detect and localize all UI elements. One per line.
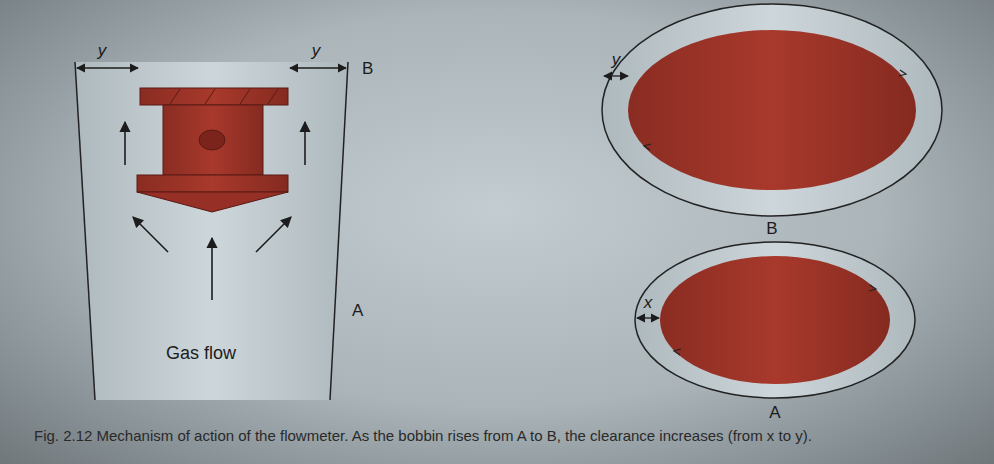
clearance-label: y bbox=[612, 51, 621, 70]
clearance-label: y bbox=[98, 42, 107, 61]
section-label: A bbox=[769, 404, 780, 423]
section-label: B bbox=[766, 220, 777, 239]
clearance-label: y bbox=[312, 42, 321, 61]
flow-label: Gas flow bbox=[166, 344, 236, 364]
cross-section-a bbox=[635, 242, 915, 398]
figure-caption: Fig. 2.12 Mechanism of action of the flo… bbox=[34, 426, 984, 446]
clearance-label: x bbox=[644, 294, 653, 313]
cross-section-b bbox=[602, 4, 942, 216]
position-label: B bbox=[362, 60, 373, 79]
position-label: A bbox=[352, 302, 363, 321]
flowmeter-tube bbox=[75, 62, 348, 400]
bobbin bbox=[137, 88, 288, 212]
